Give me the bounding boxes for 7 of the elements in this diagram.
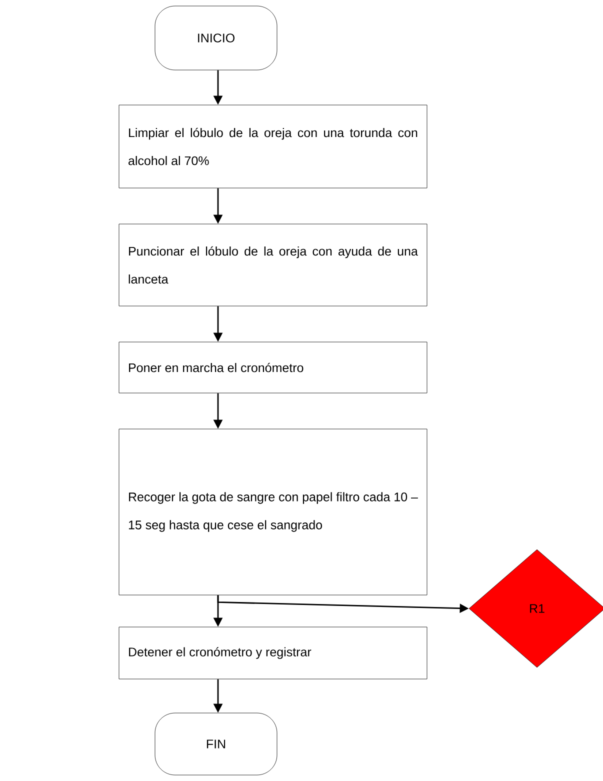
process-box: Poner en marcha el cronómetro: [118, 342, 428, 394]
terminal-box: FIN: [154, 712, 278, 776]
process-box: Detener el cronómetro y registrar: [118, 626, 428, 680]
terminal-box: INICIO: [154, 6, 278, 70]
process-box: Recoger la gota de sangre con papel filtro cada 10 – 15 seg hasta que cese el sangrado: [118, 428, 428, 596]
process-box: Puncionar el lóbulo de la oreja con ayuda de una lanceta: [118, 224, 428, 306]
process-box: Limpiar el lóbulo de la oreja con una torunda con alcohol al 70%: [118, 104, 428, 188]
